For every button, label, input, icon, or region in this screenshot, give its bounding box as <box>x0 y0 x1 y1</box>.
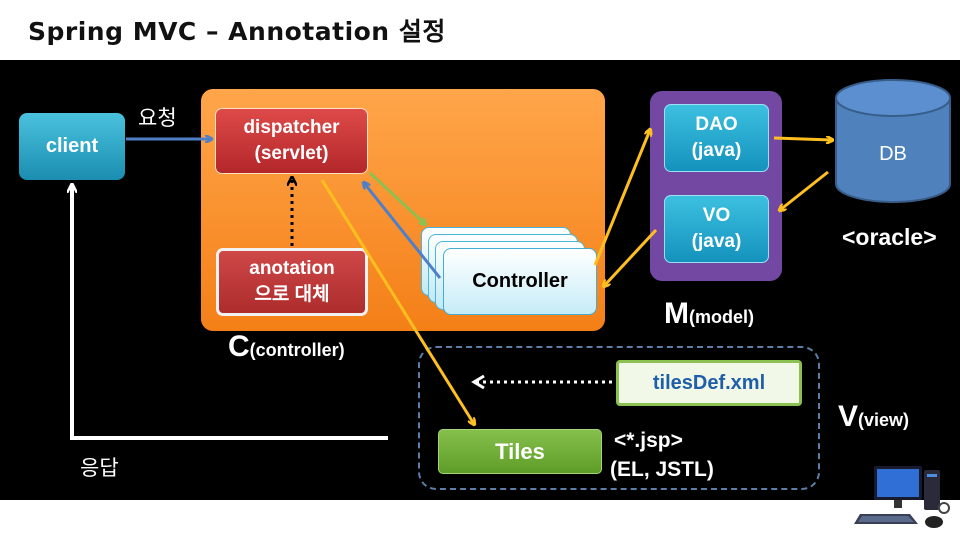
vo-box: VO (java) <box>664 195 769 263</box>
c-text: (controller) <box>249 340 345 360</box>
dao-box: DAO (java) <box>664 104 769 172</box>
oracle-label: <oracle> <box>842 224 937 250</box>
computer-icon <box>854 466 950 528</box>
vo-sublabel: (java) <box>691 231 742 252</box>
annotation-box: anotation 으로 대체 <box>216 248 368 316</box>
view-panel <box>418 346 820 490</box>
controller-label: Controller <box>472 270 568 292</box>
db-to-vo-arrow <box>780 170 829 210</box>
dao-label: DAO <box>695 114 738 135</box>
vo-label: VO <box>702 205 731 226</box>
client-box: client <box>19 113 125 180</box>
page-title: Spring MVC – Annotation 설정 <box>28 17 446 46</box>
tilesdef-label: tilesDef.xml <box>652 371 766 394</box>
dispatcher-label: dispatcher <box>243 117 340 138</box>
jsp-label: <*.jsp> <box>614 429 683 452</box>
db-cylinder <box>835 79 951 203</box>
m-text: (model) <box>689 307 754 327</box>
dispatcher-to-tiles-arrow <box>320 179 474 424</box>
c-controller-label: C(controller) <box>228 330 345 364</box>
response-arrow <box>72 185 388 440</box>
controller-to-dao-arrow <box>593 130 650 266</box>
tilesdef-box: tilesDef.xml <box>616 360 802 406</box>
dao-sublabel: (java) <box>691 140 742 161</box>
db-label: DB <box>879 142 907 165</box>
request-label: 요청 <box>138 106 177 130</box>
annotation-sublabel: 으로 대체 <box>254 284 330 305</box>
v-view-label: V(view) <box>838 400 909 434</box>
tiles-box: Tiles <box>438 429 602 474</box>
m-model-label: M(model) <box>664 297 754 331</box>
dispatcher-sublabel: (servlet) <box>254 143 329 164</box>
v-text: (view) <box>858 410 910 430</box>
vo-to-controller-arrow <box>604 228 658 286</box>
controller-to-dispatcher-arrow <box>364 183 442 279</box>
v-letter: V <box>838 400 859 433</box>
dao-to-db-arrow <box>773 138 832 140</box>
m-letter: M <box>664 297 689 330</box>
controller-box: Controller <box>443 248 597 315</box>
annotation-label: anotation <box>249 258 335 279</box>
response-label: 응답 <box>80 456 119 480</box>
tilesdef-arrowhead <box>471 374 485 390</box>
dispatcher-box: dispatcher (servlet) <box>215 108 368 174</box>
tiles-label: Tiles <box>495 438 545 464</box>
el-jstl-label: (EL, JSTL) <box>610 458 714 481</box>
dispatch-to-controller-arrow <box>368 171 425 224</box>
client-label: client <box>45 135 99 157</box>
c-letter: C <box>228 330 250 363</box>
